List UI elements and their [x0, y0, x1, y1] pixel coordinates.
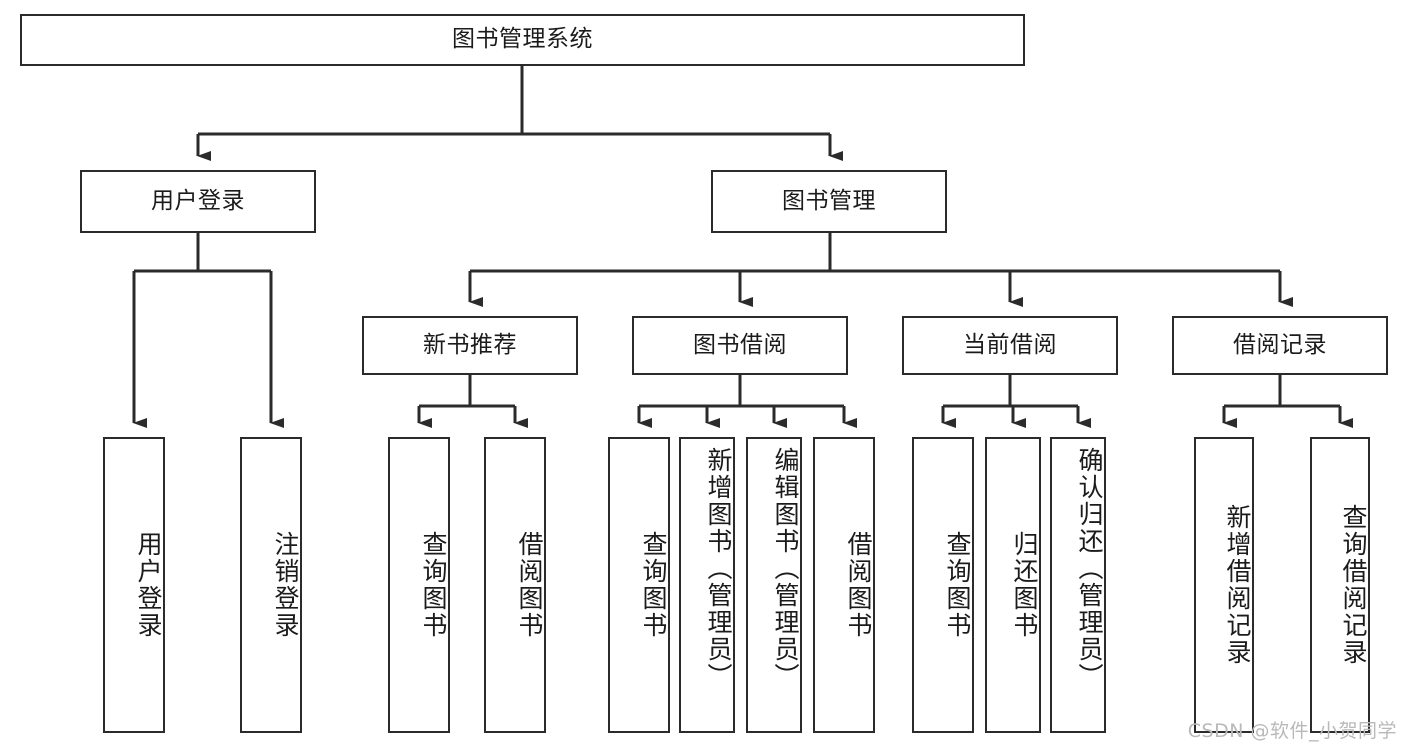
node-borrow-record[interactable]: 借阅记录: [1172, 316, 1388, 375]
node-book-management[interactable]: 图书管理: [711, 170, 947, 233]
node-leaf-query-book-current-label: 查询图书: [943, 531, 972, 639]
node-current-borrow[interactable]: 当前借阅: [902, 316, 1118, 375]
node-leaf-query-book-rec[interactable]: 查询图书: [388, 437, 450, 733]
node-new-book-recommend[interactable]: 新书推荐: [362, 316, 578, 375]
csdn-watermark: CSDN @软件_小贺同学: [1187, 720, 1397, 742]
node-leaf-query-borrow-record[interactable]: 查询借阅记录: [1310, 437, 1370, 733]
node-leaf-borrow-book[interactable]: 借阅图书: [813, 437, 875, 733]
node-leaf-query-book-rec-label: 查询图书: [419, 531, 448, 639]
node-root[interactable]: 图书管理系统: [20, 14, 1025, 66]
node-borrow-record-label: 借阅记录: [1233, 331, 1327, 358]
node-current-borrow-label: 当前借阅: [963, 331, 1057, 358]
node-leaf-edit-book-admin[interactable]: 编辑图书（管理员）: [746, 437, 802, 733]
node-leaf-borrow-book-rec-label: 借阅图书: [515, 531, 544, 639]
node-leaf-borrow-book-rec[interactable]: 借阅图书: [484, 437, 546, 733]
node-leaf-add-book-admin-label: 新增图书（管理员）: [704, 447, 733, 690]
node-leaf-query-borrow-record-label: 查询借阅记录: [1339, 504, 1368, 666]
node-root-label: 图书管理系统: [452, 26, 593, 53]
node-book-management-label: 图书管理: [782, 187, 876, 214]
node-leaf-confirm-return-admin-label: 确认归还（管理员）: [1075, 447, 1104, 690]
node-leaf-add-book-admin[interactable]: 新增图书（管理员）: [679, 437, 735, 733]
node-leaf-logout-label: 注销登录: [271, 531, 300, 639]
node-leaf-return-book-label: 归还图书: [1010, 531, 1039, 639]
node-leaf-add-borrow-record-label: 新增借阅记录: [1223, 504, 1252, 666]
node-leaf-return-book[interactable]: 归还图书: [985, 437, 1041, 733]
node-leaf-query-book-borrow-label: 查询图书: [639, 531, 668, 639]
node-leaf-edit-book-admin-label: 编辑图书（管理员）: [771, 447, 800, 690]
node-new-book-recommend-label: 新书推荐: [423, 331, 517, 358]
node-leaf-add-borrow-record[interactable]: 新增借阅记录: [1194, 437, 1254, 733]
node-user-login-label: 用户登录: [151, 187, 245, 214]
node-leaf-query-book-current[interactable]: 查询图书: [912, 437, 974, 733]
node-book-borrow[interactable]: 图书借阅: [632, 316, 848, 375]
node-leaf-logout[interactable]: 注销登录: [240, 437, 302, 733]
node-leaf-user-login-label: 用户登录: [134, 531, 163, 639]
node-leaf-query-book-borrow[interactable]: 查询图书: [608, 437, 670, 733]
node-leaf-borrow-book-label: 借阅图书: [844, 531, 873, 639]
node-book-borrow-label: 图书借阅: [693, 331, 787, 358]
node-leaf-user-login[interactable]: 用户登录: [103, 437, 165, 733]
node-user-login[interactable]: 用户登录: [80, 170, 316, 233]
node-leaf-confirm-return-admin[interactable]: 确认归还（管理员）: [1050, 437, 1106, 733]
